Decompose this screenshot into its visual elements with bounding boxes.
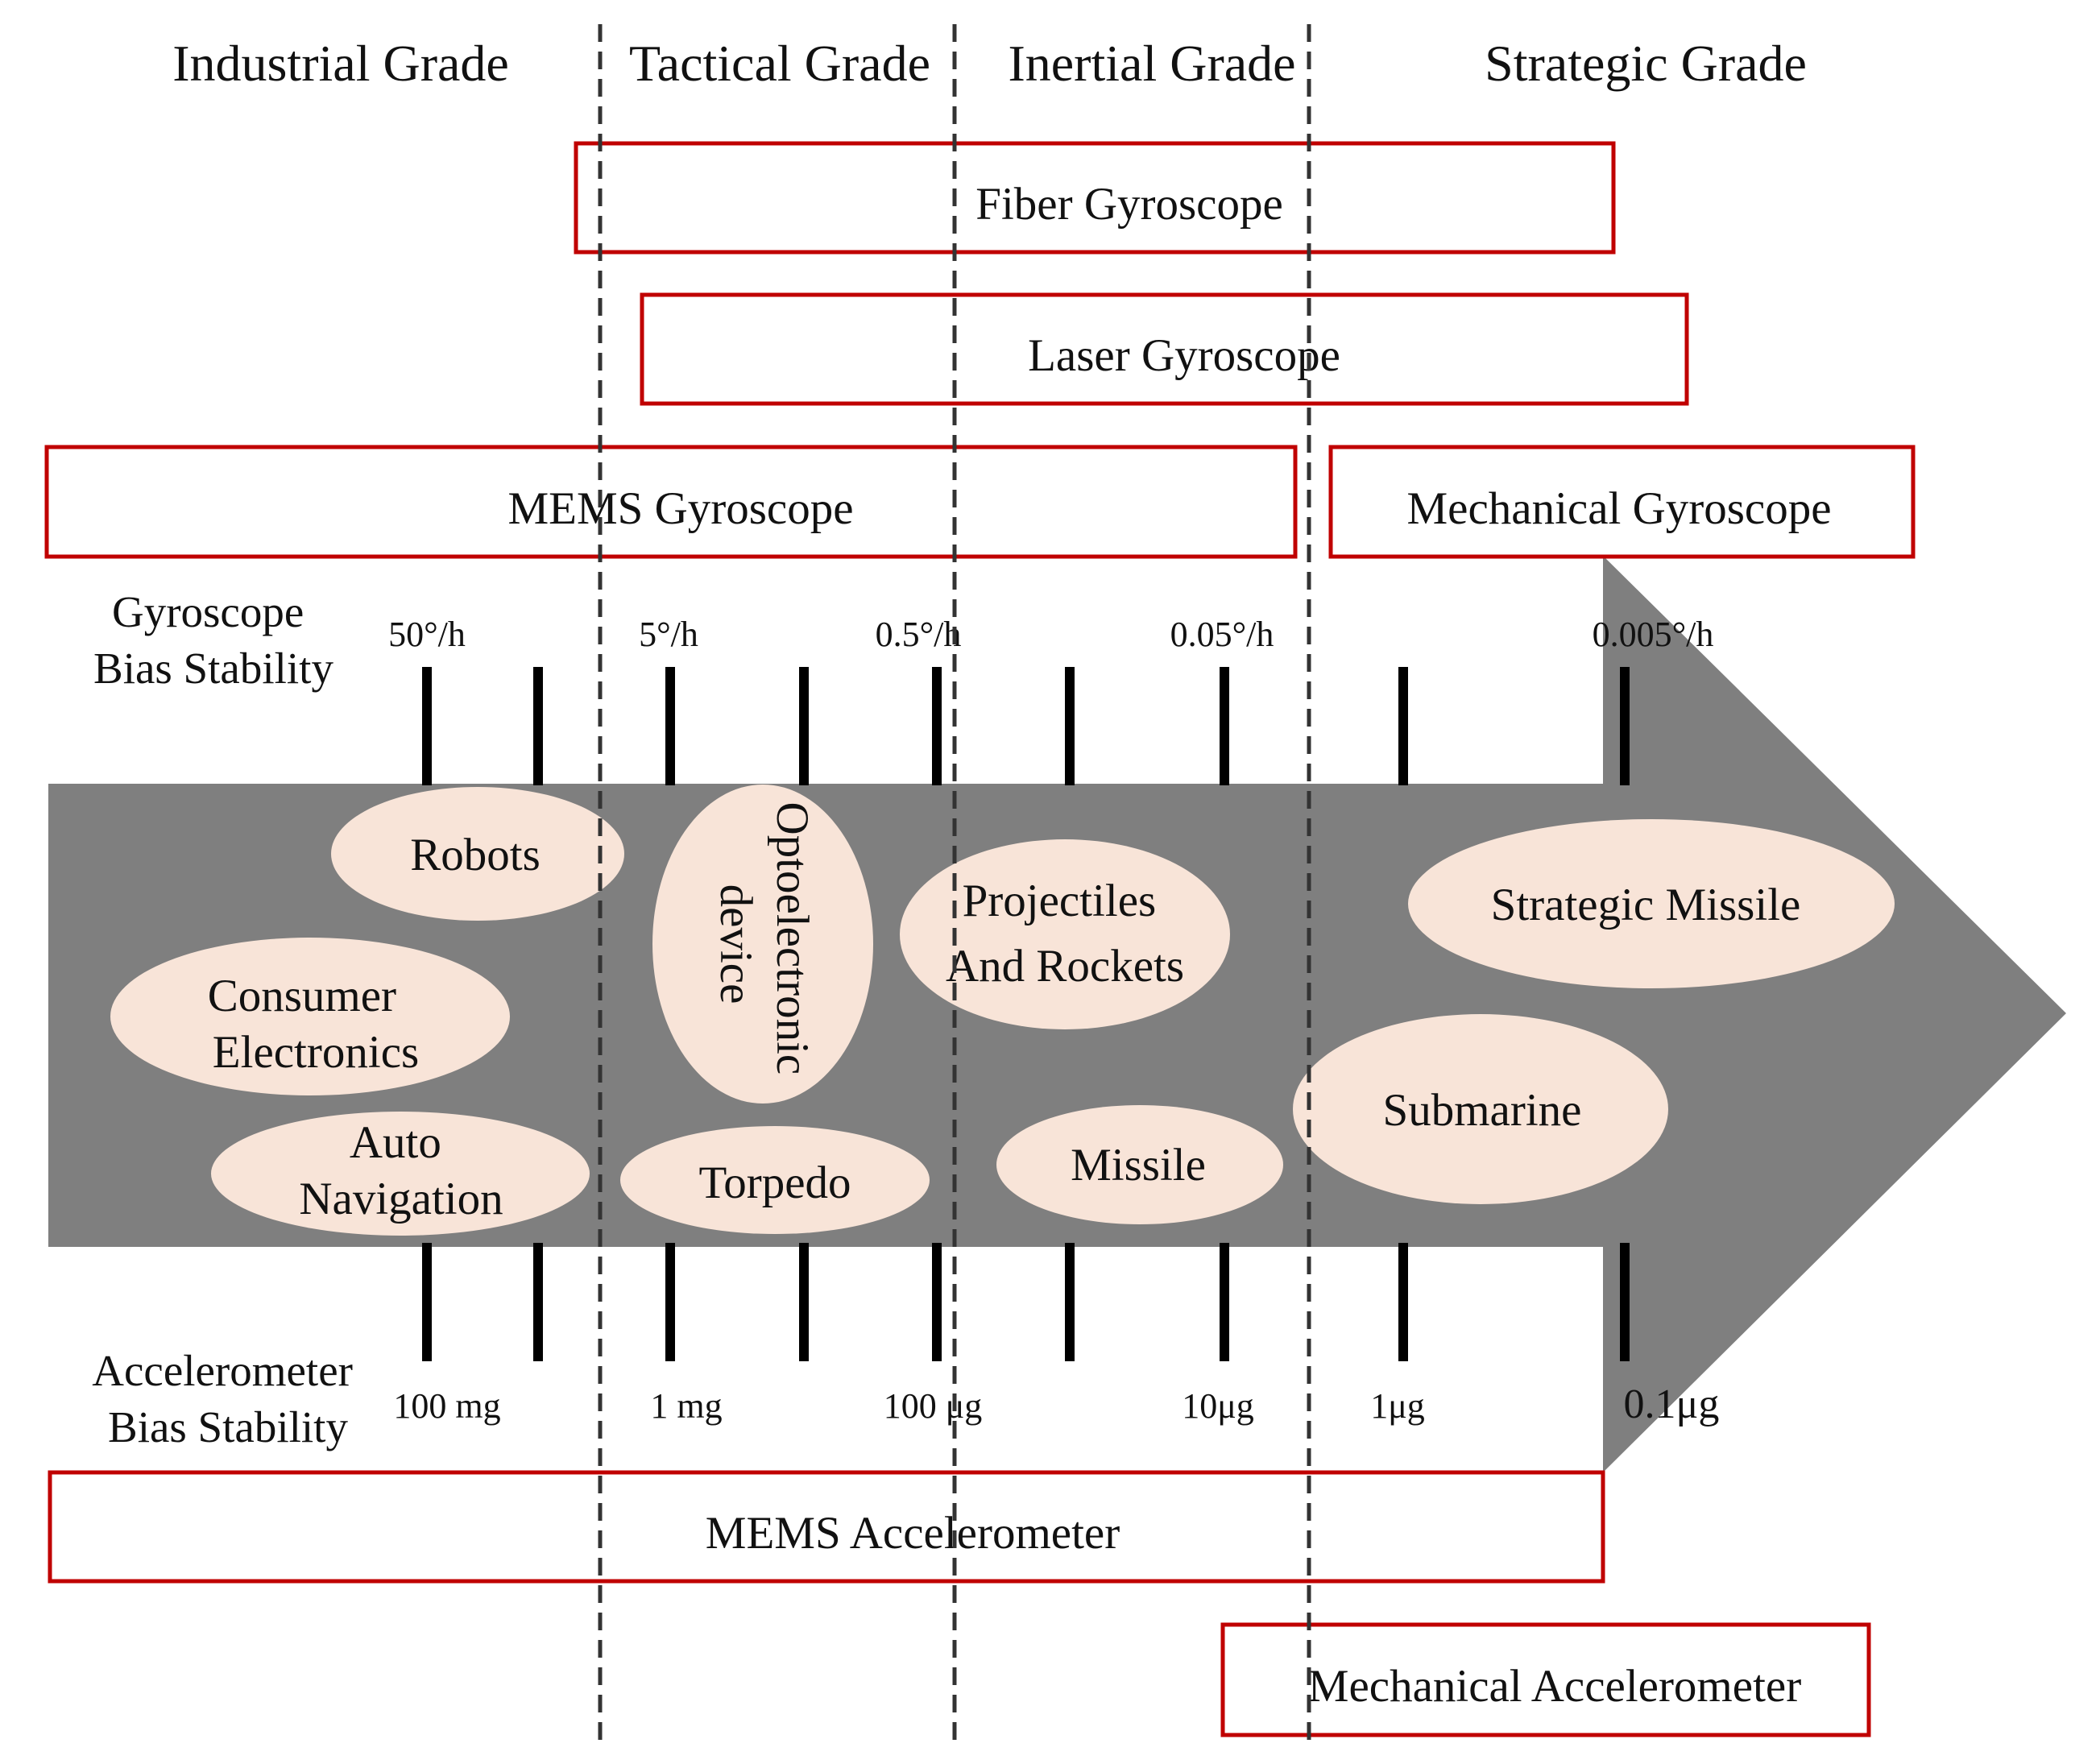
- application-robots: Robots: [331, 787, 624, 921]
- gyro-tick-label: 5°/h: [639, 615, 698, 654]
- mechanical-accelerometer-label: Mechanical Accelerometer: [1308, 1661, 1801, 1712]
- application-projectiles-and-rockets: Projectiles And Rockets: [900, 839, 1230, 1029]
- accel-tick-label: 100 μg: [884, 1386, 983, 1426]
- accel-tick-label: 1 mg: [650, 1386, 722, 1426]
- missile-label: Missile: [1071, 1140, 1206, 1190]
- grade-industrial: Industrial Grade: [172, 35, 509, 92]
- grade-dividers: [598, 24, 1311, 1748]
- gyro-tick-marks: [422, 667, 1630, 785]
- mechanical-accelerometer-box: Mechanical Accelerometer: [1220, 1622, 1871, 1737]
- submarine-label: Submarine: [1383, 1085, 1582, 1136]
- optoelectronic-device-label: Optoelectronic device: [710, 802, 818, 1087]
- grade-inertial: Inertial Grade: [1008, 35, 1295, 92]
- gyroscope-bias-axis-title: Gyroscope Bias Stability: [93, 587, 333, 693]
- torpedo-label: Torpedo: [698, 1157, 851, 1208]
- robots-label: Robots: [410, 830, 541, 880]
- application-strategic-missile: Strategic Missile: [1408, 819, 1895, 988]
- accel-tick-label: 1μg: [1370, 1386, 1425, 1426]
- auto-navigation-label: Auto Navigation: [299, 1117, 503, 1224]
- accel-tick-label: 0.1μg: [1624, 1381, 1720, 1427]
- mems-accelerometer-label: MEMS Accelerometer: [706, 1508, 1120, 1559]
- accel-tick-label: 10μg: [1182, 1386, 1254, 1426]
- mems-accelerometer-box: MEMS Accelerometer: [48, 1470, 1605, 1584]
- application-torpedo: Torpedo: [620, 1126, 930, 1234]
- application-consumer-electronics: Consumer Electronics: [110, 938, 510, 1095]
- grade-tactical: Tactical Grade: [629, 35, 930, 92]
- mechanical-gyroscope-box: Mechanical Gyroscope: [1328, 445, 1916, 559]
- fiber-gyroscope-label: Fiber Gyroscope: [975, 179, 1283, 230]
- projectiles-label: Projectiles And Rockets: [946, 876, 1184, 992]
- fiber-gyroscope-box: Fiber Gyroscope: [574, 141, 1616, 255]
- accelerometer-bias-axis-title: Accelerometer Bias Stability: [92, 1346, 363, 1451]
- gyro-tick-label: 0.005°/h: [1593, 615, 1714, 654]
- gyro-tick-label: 0.5°/h: [876, 615, 962, 654]
- application-missile: Missile: [996, 1105, 1283, 1224]
- accel-tick-label: 100 mg: [393, 1386, 500, 1426]
- accel-tick-marks: [422, 1243, 1630, 1361]
- application-optoelectronic-device: Optoelectronic device: [652, 785, 873, 1104]
- gyro-tick-label: 50°/h: [388, 615, 466, 654]
- application-auto-navigation: Auto Navigation: [211, 1112, 590, 1236]
- mems-gyroscope-box: MEMS Gyroscope: [44, 445, 1298, 559]
- application-submarine: Submarine: [1293, 1014, 1668, 1204]
- mechanical-gyroscope-label: Mechanical Gyroscope: [1406, 483, 1831, 534]
- laser-gyroscope-label: Laser Gyroscope: [1028, 330, 1340, 381]
- laser-gyroscope-box: Laser Gyroscope: [640, 292, 1689, 406]
- consumer-electronics-label: Consumer Electronics: [208, 971, 419, 1078]
- strategic-missile-label: Strategic Missile: [1491, 880, 1801, 930]
- mems-gyroscope-label: MEMS Gyroscope: [507, 483, 853, 534]
- gyro-tick-label: 0.05°/h: [1170, 615, 1274, 654]
- grade-strategic: Strategic Grade: [1485, 35, 1807, 92]
